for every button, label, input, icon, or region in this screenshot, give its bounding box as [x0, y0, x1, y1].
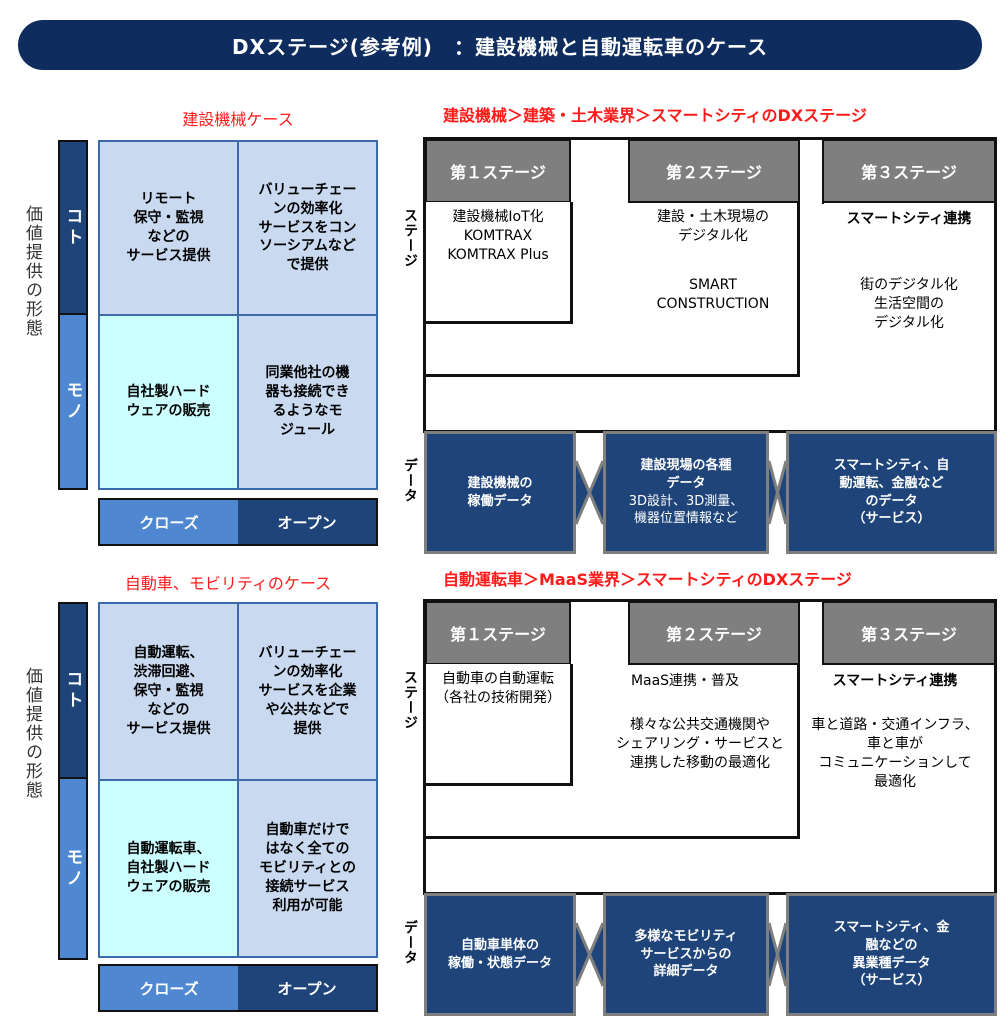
- case-construction: 建設機械ケース 価値提供の形態 コト モノ リモート 保守・監視 などの サービ…: [22, 106, 997, 554]
- column-labels: クローズ オープン: [98, 964, 378, 1012]
- stage-1-header: 第１ステージ: [425, 139, 571, 203]
- connector-fill-right: [590, 923, 603, 986]
- connector-cross-b: [767, 460, 788, 525]
- diagram-title: 建設機械＞建築・土木業界＞スマートシティのDXステージ: [443, 106, 867, 125]
- data-box-2: 建設現場の各種 データ 3D設計、3D測量、 機器位置情報など: [603, 431, 769, 554]
- data-box-3-text: スマートシティ、自 動運転、金融など のデータ （サービス）: [833, 458, 950, 527]
- data-box-2-text: 多様なモビリティ サービスからの 詳細データ: [634, 929, 738, 980]
- stage-3-bold-line: スマートシティ連携: [832, 673, 958, 689]
- stage-2-header: 第２ステージ: [628, 139, 800, 203]
- y-axis-label: 価値提供の形態: [22, 205, 42, 338]
- value-matrix: 自動運転、 渋滞回避、 保守・監視 などの サービス提供 バリューチェー ンの効…: [98, 602, 378, 958]
- stage-3-detail: 車と道路・交通インフラ、 車と車が コミュニケーションして 最適化: [811, 717, 979, 790]
- data-box-2-text: 建設現場の各種 データ: [640, 458, 732, 491]
- connector-fill-right: [590, 461, 603, 524]
- cell-koto-closed: 自動運転、 渋滞回避、 保守・監視 などの サービス提供: [100, 604, 237, 779]
- stage-1-body: [423, 202, 573, 324]
- data-side-label: データ: [402, 458, 418, 503]
- data-box-2-subtext: 3D設計、3D測量、 機器位置情報など: [628, 493, 744, 527]
- stage-2-detail: SMART CONSTRUCTION: [656, 277, 770, 312]
- data-box-3-text: スマートシティ、金 融などの 異業種データ （サービス）: [833, 920, 950, 989]
- stage-3-bold-line: スマートシティ連携: [846, 211, 972, 227]
- data-connector-1-2: [574, 922, 605, 987]
- y-axis-label: 価値提供の形態: [22, 667, 42, 800]
- data-side-label: データ: [402, 920, 418, 965]
- data-box-1: 自動車単体の 稼働・状態データ: [424, 893, 576, 1016]
- stage-1-header: 第１ステージ: [425, 601, 571, 665]
- data-box-1-text: 建設機械の 稼働データ: [467, 475, 533, 509]
- page-title: DXステージ(参考例) ：建設機械と自動運転車のケース: [18, 20, 982, 70]
- row-label-koto: コト: [58, 140, 88, 315]
- cell-mono-closed: 自動運転車、 自社製ハード ウェアの販売: [100, 781, 237, 956]
- data-box-2: 多様なモビリティ サービスからの 詳細データ: [603, 893, 769, 1016]
- stage-2-text: MaaS連携・普及: [630, 673, 740, 689]
- column-label-open: オープン: [238, 500, 376, 544]
- connector-fill-right: [778, 923, 786, 986]
- stage-1-text: 自動車の自動運転 （各社の技術開発）: [435, 671, 561, 706]
- connector-cross-b: [574, 460, 605, 525]
- stage-3-detail: 街のデジタル化 生活空間の デジタル化: [860, 277, 958, 331]
- stage-2-bottom: [423, 374, 800, 377]
- cell-mono-open: 同業他社の機 器も接続でき るようなモ ジュール: [239, 316, 376, 488]
- column-label-open: オープン: [238, 966, 376, 1010]
- stage-2-bottom: [423, 836, 800, 839]
- connector-cross-b: [574, 922, 605, 987]
- row-label-mono: モノ: [58, 777, 88, 960]
- connector-fill-right: [778, 461, 786, 524]
- cell-mono-closed: 自社製ハード ウェアの販売: [100, 316, 237, 488]
- connector-fill-left: [576, 461, 589, 524]
- stage-2-text: 建設・土木現場の デジタル化: [657, 209, 769, 244]
- data-box-1-text: 自動車単体の 稼働・状態データ: [447, 937, 552, 971]
- column-label-closed: クローズ: [100, 500, 238, 544]
- data-box-3: スマートシティ、金 融などの 異業種データ （サービス）: [786, 893, 997, 1016]
- stage-2-header: 第２ステージ: [628, 601, 800, 665]
- cell-koto-closed: リモート 保守・監視 などの サービス提供: [100, 142, 237, 314]
- stage-2-body: [797, 202, 800, 377]
- stage-side-label: ステージ: [402, 208, 418, 268]
- row-label-mono: モノ: [58, 313, 88, 490]
- data-box-3: スマートシティ、自 動運転、金融など のデータ （サービス）: [786, 431, 997, 554]
- data-connector-2-3: [767, 460, 788, 525]
- row-label-koto: コト: [58, 602, 88, 779]
- matrix-title: 建設機械ケース: [182, 110, 294, 129]
- connector-fill-left: [769, 461, 777, 524]
- stage-2-body: [797, 664, 800, 839]
- case-automotive: 自動車、モビリティのケース 価値提供の形態 コト モノ 自動運転、 渋滞回避、 …: [0, 462, 1000, 1028]
- stage-3-header: 第３ステージ: [822, 139, 996, 203]
- connector-fill-left: [769, 923, 777, 986]
- column-labels: クローズ オープン: [98, 498, 378, 546]
- cell-mono-open: 自動車だけで はなく全ての モビリティとの 接続サービス 利用が可能: [239, 781, 376, 956]
- data-connector-2-3: [767, 922, 788, 987]
- matrix-title: 自動車、モビリティのケース: [124, 574, 332, 593]
- cell-koto-open: バリューチェー ンの効率化 サービスをコン ソーシアムなど で提供: [239, 142, 376, 314]
- stage-3-header: 第３ステージ: [822, 601, 996, 665]
- stage-side-label: ステージ: [402, 670, 418, 730]
- connector-cross-b: [767, 922, 788, 987]
- column-label-closed: クローズ: [100, 966, 238, 1010]
- value-matrix: リモート 保守・監視 などの サービス提供 バリューチェー ンの効率化 サービス…: [98, 140, 378, 490]
- stage-1-text: 建設機械IoT化 KOMTRAX KOMTRAX Plus: [447, 209, 549, 263]
- stage-2-detail: 様々な公共交通機関や シェアリング・サービスと 連携した移動の最適化: [616, 717, 784, 771]
- connector-fill-left: [576, 923, 589, 986]
- stage-3-left-edge: [822, 202, 824, 204]
- diagram-title: 自動運転車＞MaaS業界＞スマートシティのDXステージ: [443, 570, 852, 589]
- data-connector-1-2: [574, 460, 605, 525]
- cell-koto-open: バリューチェー ンの効率化 サービスを企業 や公共などで 提供: [239, 604, 376, 779]
- data-box-1: 建設機械の 稼働データ: [424, 431, 576, 554]
- stage-1-body: [423, 664, 573, 786]
